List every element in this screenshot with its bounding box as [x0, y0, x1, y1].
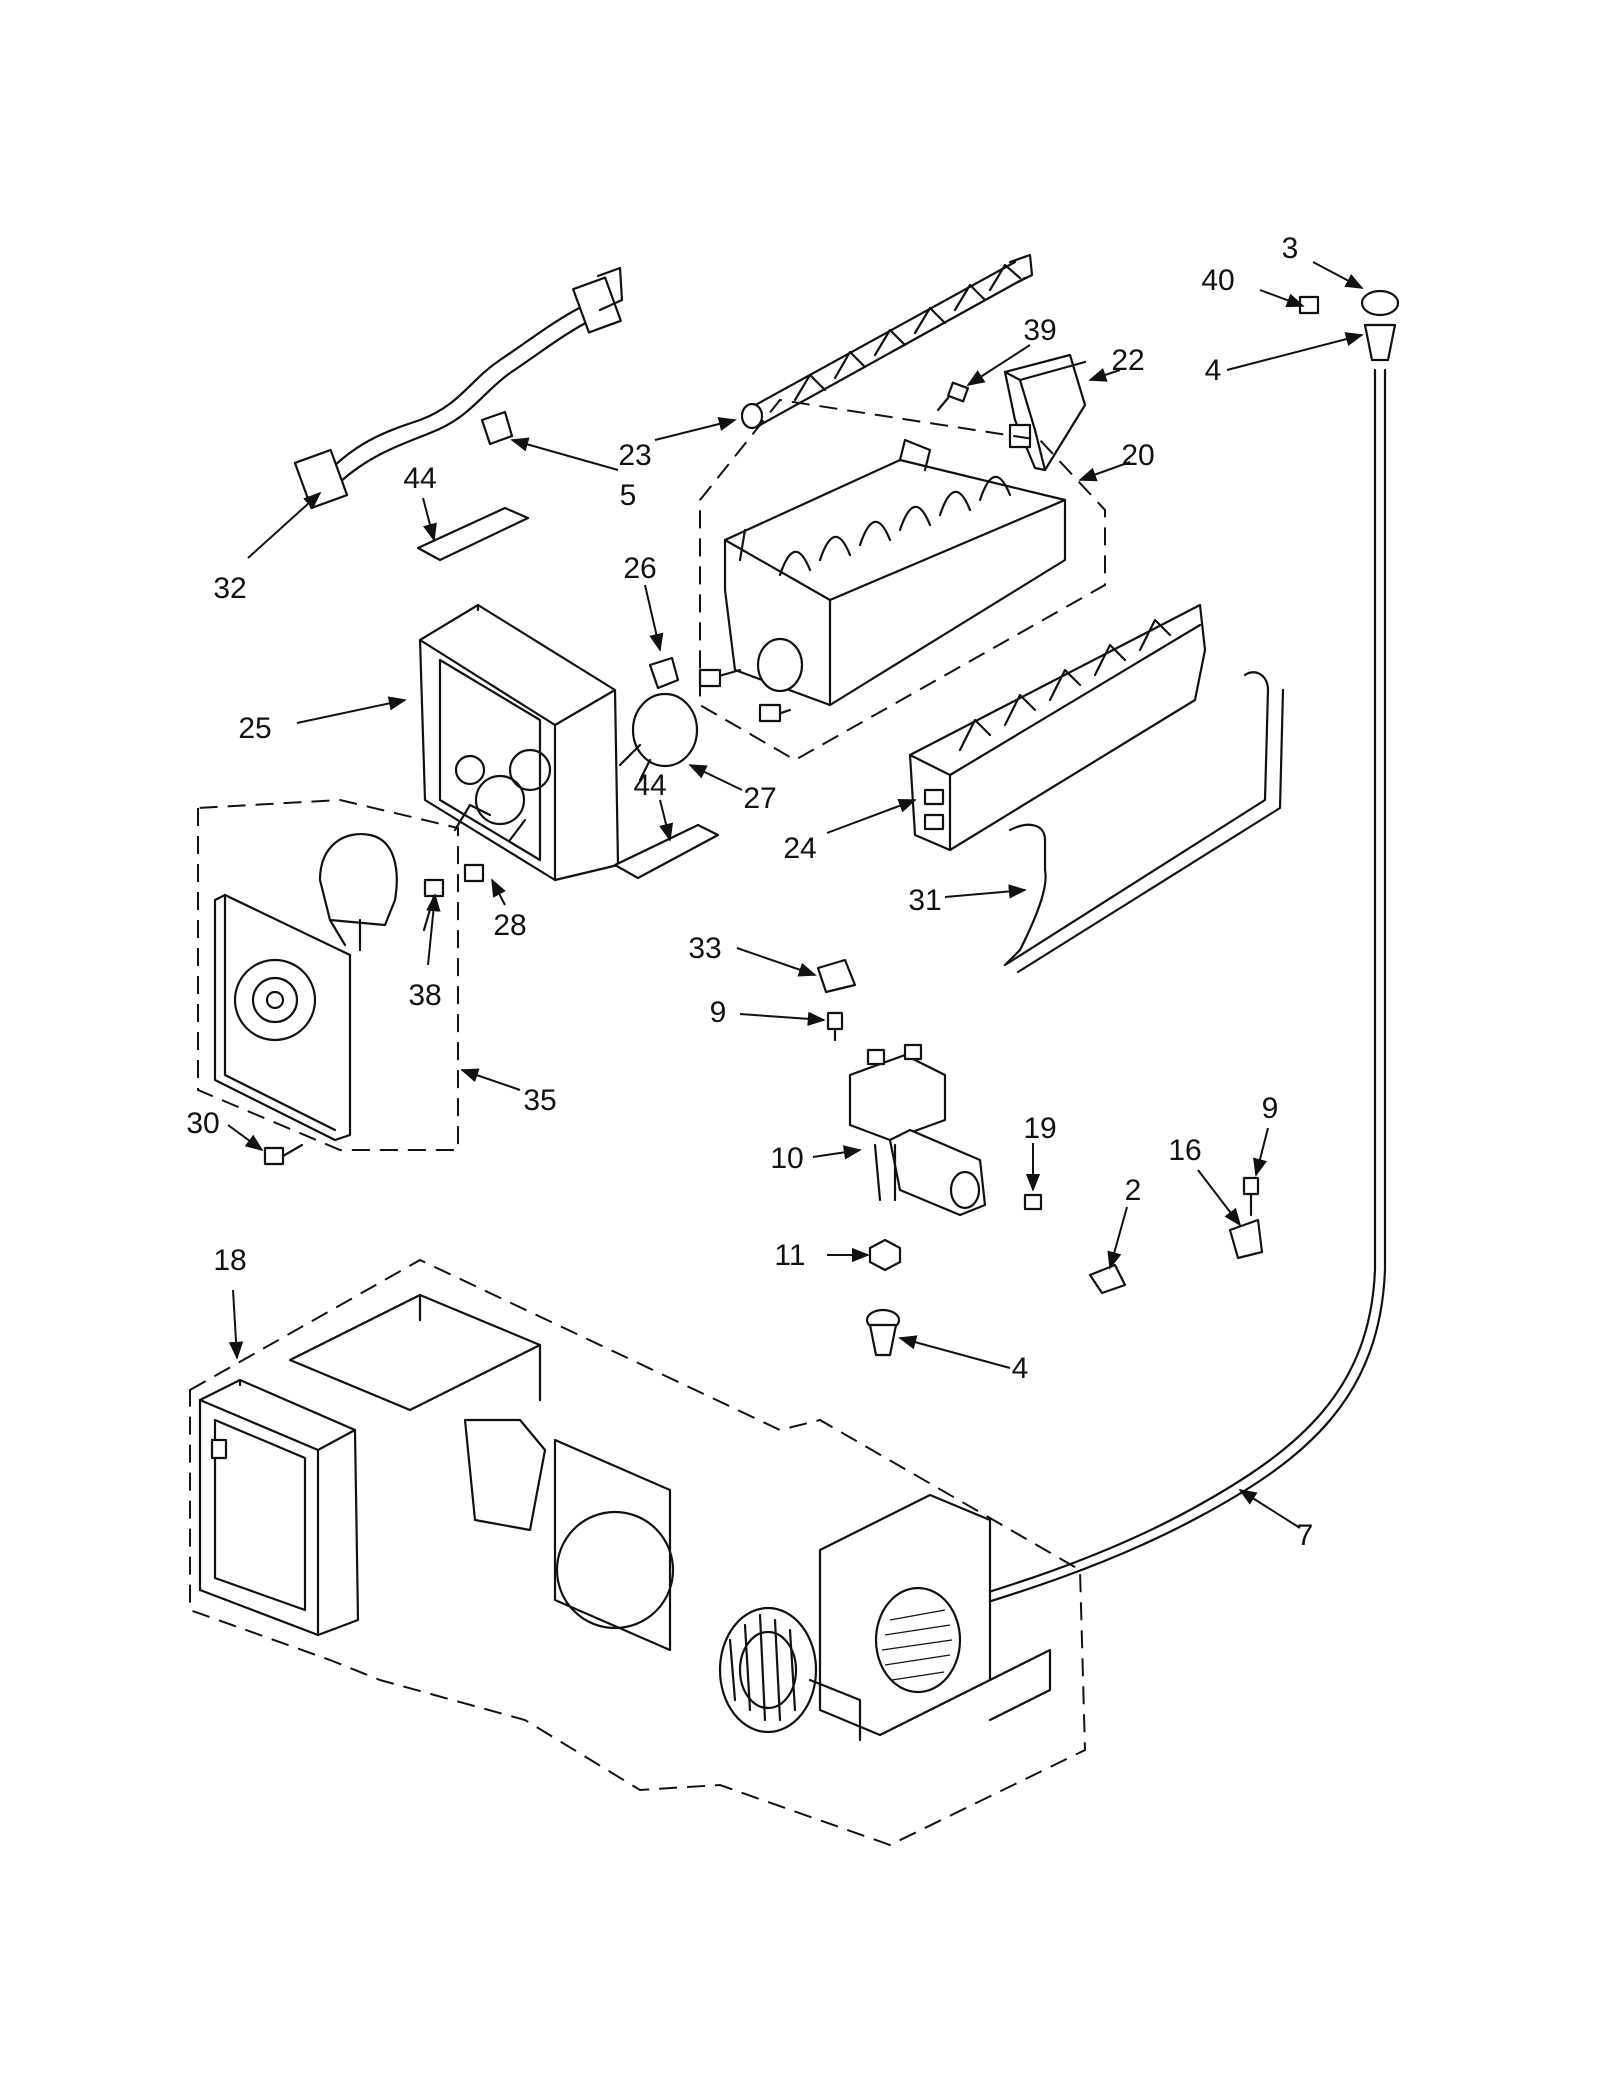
callout-44b: 44: [633, 769, 666, 802]
callout-4b: 4: [1012, 1352, 1029, 1385]
thermostat: [618, 692, 699, 782]
callout-28: 28: [493, 909, 526, 942]
callout-11: 11: [774, 1239, 805, 1272]
callout-9a: 9: [710, 996, 727, 1029]
callout-5: 5: [620, 479, 637, 512]
screw-39: [936, 381, 970, 412]
nut-11: [868, 1238, 902, 1272]
dispenser-assembly: [189, 1258, 1087, 1847]
callout-40: 40: [1201, 264, 1234, 297]
thermostat-clip: [648, 656, 680, 690]
screw-30: [263, 1143, 304, 1166]
callout-39: 39: [1023, 314, 1056, 347]
callout-23: 23: [618, 439, 651, 472]
screw-28: [463, 863, 485, 883]
callout-4a: 4: [1205, 354, 1222, 387]
drive-motor-module: [197, 798, 459, 1151]
callout-labels: 3404392223520443226252744243128383393530…: [186, 232, 1313, 1552]
callout-24: 24: [783, 832, 816, 865]
callout-16: 16: [1168, 1134, 1201, 1167]
ice-mold: [698, 398, 1106, 762]
callout-44a: 44: [403, 462, 436, 495]
callout-10: 10: [770, 1142, 803, 1175]
callout-18: 18: [213, 1244, 246, 1277]
ice-stripper: [908, 603, 1207, 852]
callout-22: 22: [1111, 344, 1144, 377]
screw-19: [1023, 1193, 1043, 1211]
ejector-blade-lower: [613, 823, 720, 880]
callout-25: 25: [238, 712, 271, 745]
fill-cup: [1003, 353, 1087, 472]
screw-9-right: [1242, 1176, 1260, 1217]
callout-35: 35: [523, 1084, 556, 1117]
tube-clamp-16: [1228, 1218, 1264, 1260]
screw-9-left: [826, 1011, 844, 1042]
callout-2: 2: [1125, 1174, 1142, 1207]
tube-fitting-bottom: [865, 1308, 901, 1357]
control-housing: [418, 603, 620, 882]
callout-33: 33: [688, 932, 721, 965]
callout-31: 31: [908, 884, 941, 917]
stripper-shaft: [740, 253, 1034, 430]
water-valve: [848, 1043, 987, 1217]
callout-7: 7: [1297, 1519, 1314, 1552]
tube-fitting-top: [1360, 289, 1400, 362]
callout-38: 38: [408, 979, 441, 1012]
callout-26: 26: [623, 552, 656, 585]
callout-32: 32: [213, 572, 246, 605]
callout-30: 30: [186, 1107, 219, 1140]
clip-2: [1088, 1263, 1127, 1295]
ejector-blade-upper: [416, 506, 530, 562]
valve-bracket: [816, 958, 857, 994]
callout-27: 27: [743, 782, 776, 815]
callout-3: 3: [1282, 232, 1299, 265]
leader-lines: [227, 261, 1364, 1529]
callout-9b: 9: [1262, 1092, 1279, 1125]
wire-clip: [480, 410, 514, 446]
heater: [1003, 671, 1285, 974]
callout-19: 19: [1023, 1112, 1056, 1145]
wire-harness: [293, 266, 624, 510]
callout-20: 20: [1121, 439, 1154, 472]
